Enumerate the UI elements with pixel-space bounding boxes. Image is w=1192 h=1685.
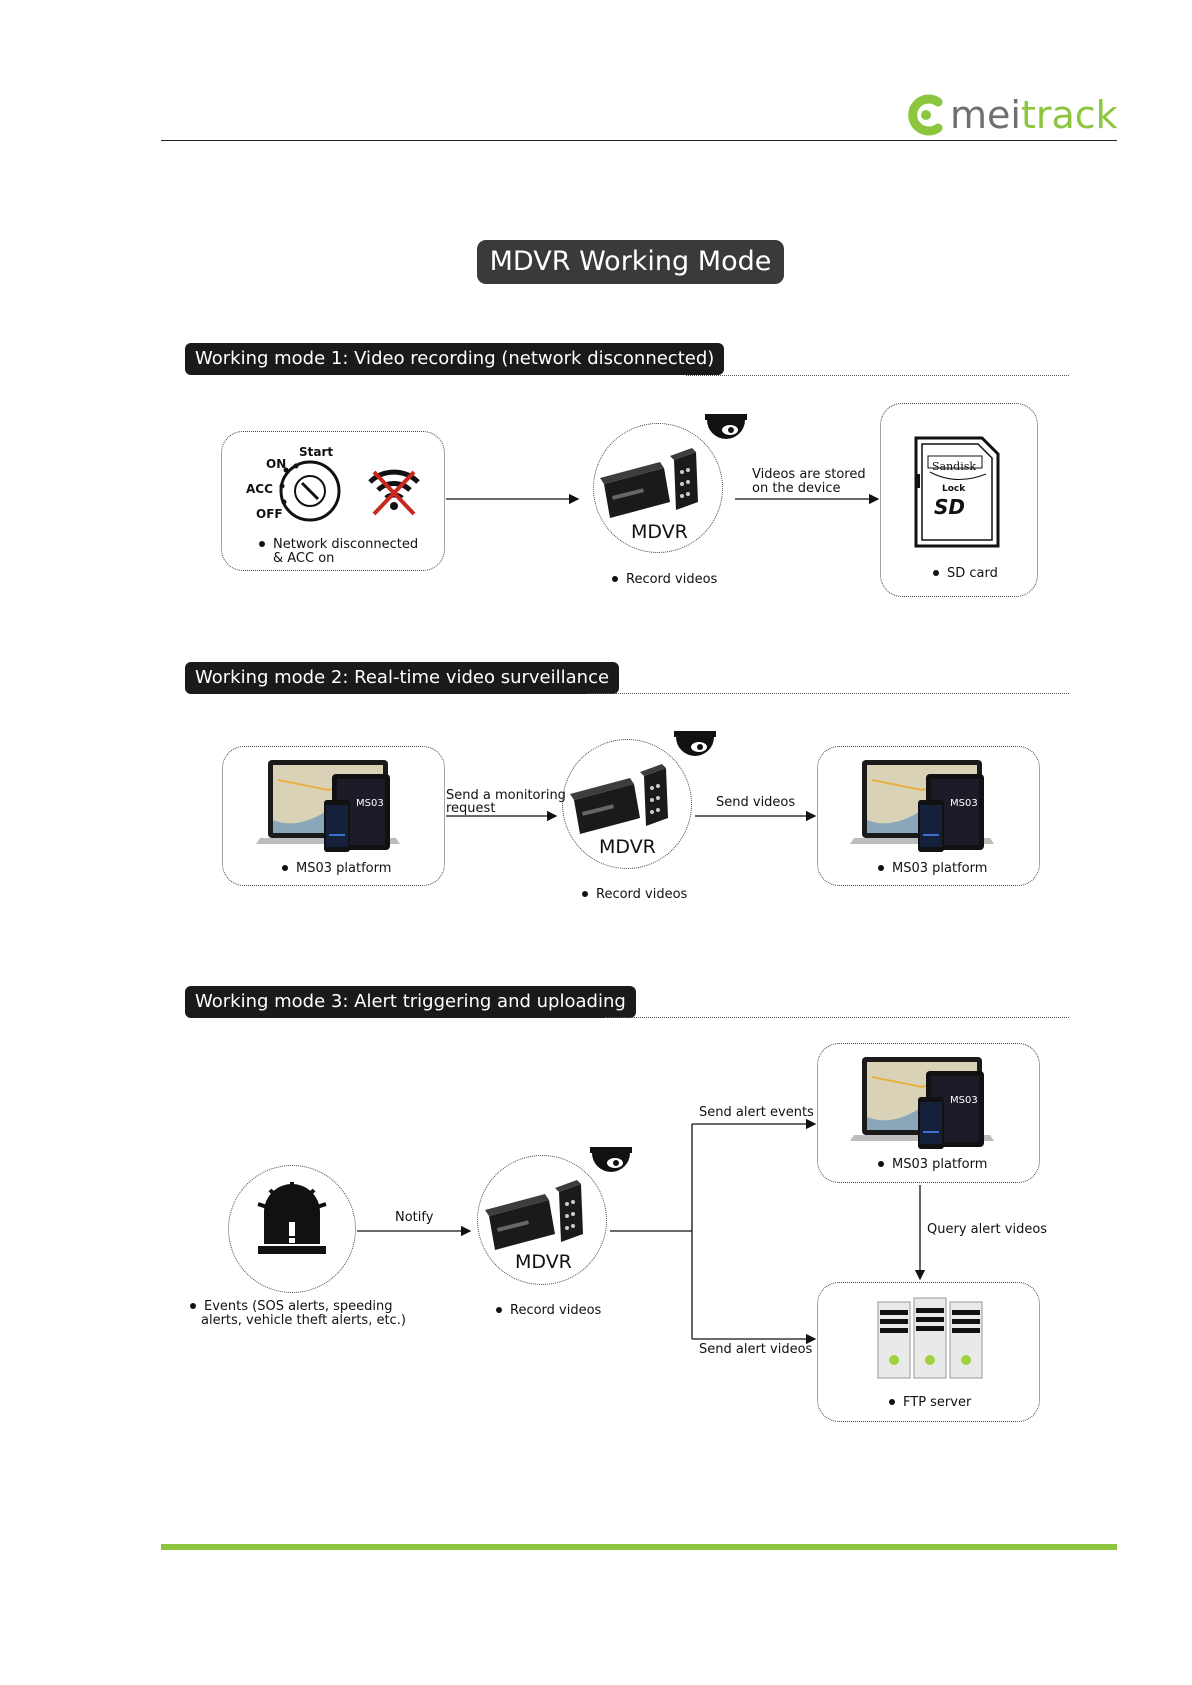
- mode2-mdvr-circle: [562, 739, 692, 869]
- mode1-ignition-box: [221, 431, 445, 571]
- ignition-off-label: OFF: [256, 507, 283, 521]
- mode3-videos-arrow-text: Send alert videos: [699, 1342, 813, 1357]
- mode3-center-caption: Record videos: [496, 1303, 601, 1318]
- bullet-icon: [612, 575, 618, 582]
- mode3-mdvr-label: MDVR: [515, 1251, 572, 1273]
- mode1-arrow-text-line2: on the device: [752, 481, 841, 496]
- mode3-center-caption-text: Record videos: [510, 1303, 602, 1318]
- mode2-camera-icon: [674, 731, 716, 756]
- mode2-arrow1-line1: Send a monitoring: [446, 788, 566, 803]
- ignition-on-label: ON: [266, 457, 287, 471]
- mode2-arrow1-line2: request: [446, 801, 496, 816]
- ignition-start-label: Start: [299, 445, 334, 459]
- page-title: MDVR Working Mode: [477, 240, 784, 284]
- mode3-notify-text: Notify: [395, 1210, 434, 1225]
- mode1-mdvr-circle: [593, 423, 723, 553]
- mode1-left-caption: Network disconnected: [259, 537, 418, 552]
- mode1-arrow-text-line1: Videos are stored: [752, 467, 866, 482]
- mode3-platform-caption: MS03 platform: [878, 1157, 987, 1172]
- mode3-divider: [605, 1017, 1069, 1018]
- mode3-platform-caption-text: MS03 platform: [892, 1157, 988, 1172]
- meitrack-logo: meitrack: [904, 90, 1118, 140]
- mode2-label: Working mode 2: Real-time video surveill…: [185, 662, 620, 694]
- mode3-device-logo: MS03: [950, 1095, 978, 1106]
- mode1-left-caption-line1: Network disconnected: [273, 537, 419, 552]
- mode1-right-caption-text: SD card: [947, 566, 998, 581]
- mode3-ftp-box: [817, 1282, 1040, 1422]
- mode1-left-caption-line2: & ACC on: [273, 551, 335, 566]
- mode2-right-caption-text: MS03 platform: [892, 861, 988, 876]
- mode2-right-caption: MS03 platform: [878, 861, 987, 876]
- bullet-icon: [878, 864, 884, 871]
- bullet-icon: [496, 1306, 502, 1313]
- mode2-left-caption-text: MS03 platform: [296, 861, 392, 876]
- meitrack-logo-icon: [908, 94, 943, 136]
- mode2-arrow2-text: Send videos: [716, 795, 796, 810]
- mode3-events-arrow-text: Send alert events: [699, 1105, 814, 1120]
- logo-wordmark: meitrack: [950, 90, 1118, 140]
- bullet-icon: [259, 540, 265, 547]
- mode3-left-caption-line1: Events (SOS alerts, speeding: [204, 1299, 393, 1314]
- mode3-camera-icon: [590, 1147, 632, 1172]
- sd-brand-text: Sandisk: [932, 460, 977, 473]
- bullet-icon: [889, 1398, 895, 1405]
- footer-rule: [161, 1544, 1117, 1550]
- mode3-ftp-caption: FTP server: [889, 1395, 971, 1410]
- mode2-left-device-logo: MS03: [356, 798, 384, 809]
- mode2-divider: [588, 693, 1069, 694]
- bullet-icon: [190, 1302, 196, 1309]
- mode3-left-caption-line2: alerts, vehicle theft alerts, etc.): [201, 1313, 406, 1328]
- mode3-mdvr-circle: [477, 1155, 607, 1285]
- logo-text-dark: mei: [950, 93, 1021, 137]
- bullet-icon: [282, 864, 288, 871]
- mode2-right-platform-box: [817, 746, 1040, 886]
- mode1-label: Working mode 1: Video recording (network…: [185, 343, 725, 375]
- mode1-divider: [686, 375, 1069, 376]
- mode2-mdvr-label: MDVR: [599, 836, 656, 858]
- mode1-sdcard-box: [880, 403, 1038, 597]
- mode1-mdvr-label: MDVR: [631, 521, 688, 543]
- bullet-icon: [933, 569, 939, 576]
- mode3-label: Working mode 3: Alert triggering and upl…: [185, 986, 636, 1018]
- mode3-platform-box: [817, 1043, 1040, 1183]
- mode3-left-caption: Events (SOS alerts, speeding: [190, 1299, 393, 1314]
- mode2-left-platform-box: [222, 746, 445, 886]
- mode1-center-caption-text: Record videos: [626, 572, 718, 587]
- sd-logo-text: SD: [934, 495, 966, 519]
- mode2-right-device-logo: MS03: [950, 798, 978, 809]
- header-rule: [161, 140, 1117, 141]
- logo-text-green: track: [1020, 93, 1118, 137]
- mode3-query-arrow-text: Query alert videos: [927, 1222, 1048, 1237]
- bullet-icon: [582, 890, 588, 897]
- bullet-icon: [878, 1160, 884, 1167]
- mode1-right-caption: SD card: [933, 566, 998, 581]
- sd-lock-text: Lock: [942, 484, 966, 494]
- ignition-acc-label: ACC: [246, 482, 273, 496]
- mode2-left-caption: MS03 platform: [282, 861, 391, 876]
- mode2-center-caption: Record videos: [582, 887, 687, 902]
- mode3-alarm-circle: [228, 1165, 356, 1293]
- mode1-center-caption: Record videos: [612, 572, 717, 587]
- mode3-ftp-caption-text: FTP server: [903, 1395, 972, 1410]
- mode2-center-caption-text: Record videos: [596, 887, 688, 902]
